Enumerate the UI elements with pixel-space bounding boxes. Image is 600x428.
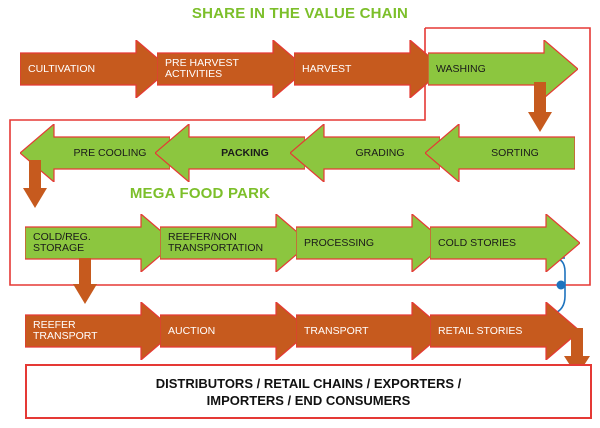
arrow-shape [290,124,440,182]
arrow-pre-harvest: PRE HARVEST ACTIVITIES [157,40,307,98]
arrow-label: PRE HARVEST ACTIVITIES [165,57,239,80]
arrow-shape [425,124,575,182]
arrow-cold-storage: COLD/REG. STORAGE [25,214,175,272]
arrow-shape [25,302,175,360]
arrow-label: COLD STORIES [438,236,516,249]
arrow-label: PACKING [221,146,269,159]
arrow-shape [430,214,580,272]
arrow-shape [157,40,307,98]
down-arrow-washing-to-sorting [528,82,552,132]
connector-dot [556,280,566,290]
arrow-label: SORTING [491,146,539,159]
arrow-shape [160,214,310,272]
down-arrow-precooling-to-storage [23,160,47,208]
arrow-processing: PROCESSING [296,214,446,272]
mega-food-park-label: MEGA FOOD PARK [129,185,271,202]
arrow-reefer-transportation: REEFER/NON TRANSPORTATION [160,214,310,272]
arrow-reefer-transport: REEFER TRANSPORT [25,302,175,360]
down-arrow-storage-to-reefer [73,258,97,304]
arrow-label: CULTIVATION [28,62,96,75]
consumers-text: DISTRIBUTORS / RETAIL CHAINS / EXPORTERS… [155,375,462,408]
arrow-transport: TRANSPORT [296,302,446,360]
arrow-shape [20,40,170,98]
arrow-label: PROCESSING [304,236,375,249]
arrow-retail-stories: RETAIL STORIES [430,302,580,360]
arrow-shape [155,124,305,182]
arrow-harvest: HARVEST [294,40,444,98]
arrow-auction: AUCTION [160,302,310,360]
arrow-label: HARVEST [302,62,352,75]
arrow-pre-cooling: PRE COOLING [20,124,170,182]
arrow-cultivation: CULTIVATION [20,40,170,98]
arrow-label: PRE COOLING [73,146,147,159]
arrow-shape [430,302,580,360]
arrow-label: AUCTION [168,324,216,337]
arrow-label: WASHING [436,62,486,75]
arrow-label: TRANSPORT [304,324,369,337]
consumers-box: DISTRIBUTORS / RETAIL CHAINS / EXPORTERS… [25,364,592,419]
arrow-shape [296,302,446,360]
arrow-shape [294,40,444,98]
arrow-packing: PACKING [155,124,305,182]
diagram-title: SHARE IN THE VALUE CHAIN [191,5,409,22]
arrow-shape [296,214,446,272]
arrow-grading: GRADING [290,124,440,182]
arrow-shape [160,302,310,360]
arrow-washing: WASHING [428,40,578,98]
arrow-label: REEFER/NON TRANSPORTATION [168,231,264,254]
arrow-sorting: SORTING [425,124,575,182]
arrow-label: REEFER TRANSPORT [33,319,98,342]
arrow-label: COLD/REG. STORAGE [33,231,91,254]
arrow-label: RETAIL STORIES [438,324,523,337]
arrow-label: GRADING [355,146,405,159]
arrow-cold-stories: COLD STORIES [430,214,580,272]
arrow-shape [25,214,175,272]
